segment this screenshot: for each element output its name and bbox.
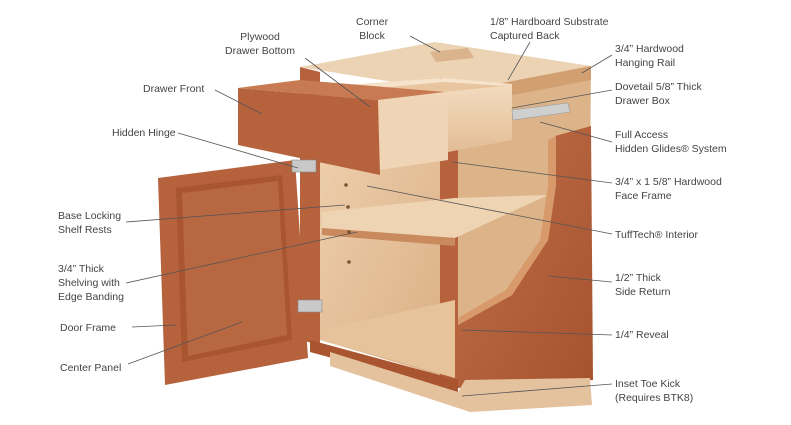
- label-shelf-rests: Base Locking Shelf Rests: [58, 210, 122, 236]
- toe-kick: [330, 352, 592, 412]
- leader-toe-kick: [461, 383, 613, 397]
- leader-shelf-rests: [125, 204, 346, 223]
- label-door-frame: Door Frame: [60, 322, 117, 334]
- face-frame-bottom-rail: [310, 340, 458, 392]
- leader-glides: [539, 121, 613, 143]
- leader-door-frame: [131, 324, 177, 328]
- label-drawer-box: Dovetail 5/8” Thick Drawer Box: [615, 81, 702, 107]
- label-interior: TuffTech® Interior: [615, 229, 699, 241]
- leader-hidden-hinge: [177, 132, 299, 169]
- leader-lines: [125, 35, 613, 397]
- side-return: [458, 126, 593, 388]
- drawer-front: [238, 88, 380, 175]
- label-side-return: 1/2” Thick Side Return: [615, 272, 671, 298]
- hidden-hinge-bottom: [297, 299, 323, 313]
- shelf-rest-hole: [346, 205, 350, 209]
- leader-hanging-rail: [581, 54, 613, 74]
- leader-center-panel: [127, 321, 243, 365]
- label-reveal: 1/4” Reveal: [615, 329, 669, 341]
- label-hanging-rail: 3/4” Hardwood Hanging Rail: [615, 43, 684, 69]
- leader-drawer-front: [214, 89, 263, 115]
- shelf-rest-hole: [347, 230, 351, 234]
- label-center-panel: Center Panel: [60, 362, 122, 374]
- label-hardboard-back: 1/8” Hardboard Substrate Captured Back: [490, 16, 609, 42]
- label-drawer-front: Drawer Front: [143, 83, 205, 95]
- cabinet-floor: [322, 300, 455, 378]
- label-toe-kick: Inset Toe Kick (Requires BTK8): [615, 378, 694, 404]
- leader-plywood-bottom: [304, 57, 371, 108]
- drawer-glide: [511, 102, 571, 121]
- leader-hardboard-back: [507, 41, 531, 81]
- drawer-front-top: [238, 80, 445, 100]
- leader-face-frame: [451, 161, 613, 184]
- label-shelving: 3/4” Thick Shelving with Edge Banding: [58, 263, 124, 303]
- leader-drawer-box: [511, 89, 613, 109]
- leader-interior: [366, 185, 613, 235]
- leader-corner-block: [409, 35, 441, 53]
- label-face-frame: 3/4” x 1 5/8” Hardwood Face Frame: [615, 176, 722, 202]
- hidden-hinge-top: [291, 159, 317, 173]
- label-glides: Full Access Hidden Glides® System: [615, 129, 727, 155]
- leader-shelving: [125, 231, 358, 284]
- adjustable-shelf: [322, 195, 548, 238]
- drawer-box-front-side: [378, 98, 448, 170]
- leader-reveal: [461, 329, 613, 336]
- shelf-rest-hole: [347, 260, 351, 264]
- corner-block: [430, 48, 474, 62]
- cabinet-top: [300, 42, 591, 92]
- shelf-rest-hole: [344, 183, 348, 187]
- label-hidden-hinge: Hidden Hinge: [112, 127, 176, 139]
- door-panel-raise: [182, 181, 287, 356]
- leader-side-return: [547, 275, 613, 283]
- label-plywood-bottom: Plywood Drawer Bottom: [225, 31, 296, 57]
- label-corner-block: Corner Block: [356, 16, 389, 42]
